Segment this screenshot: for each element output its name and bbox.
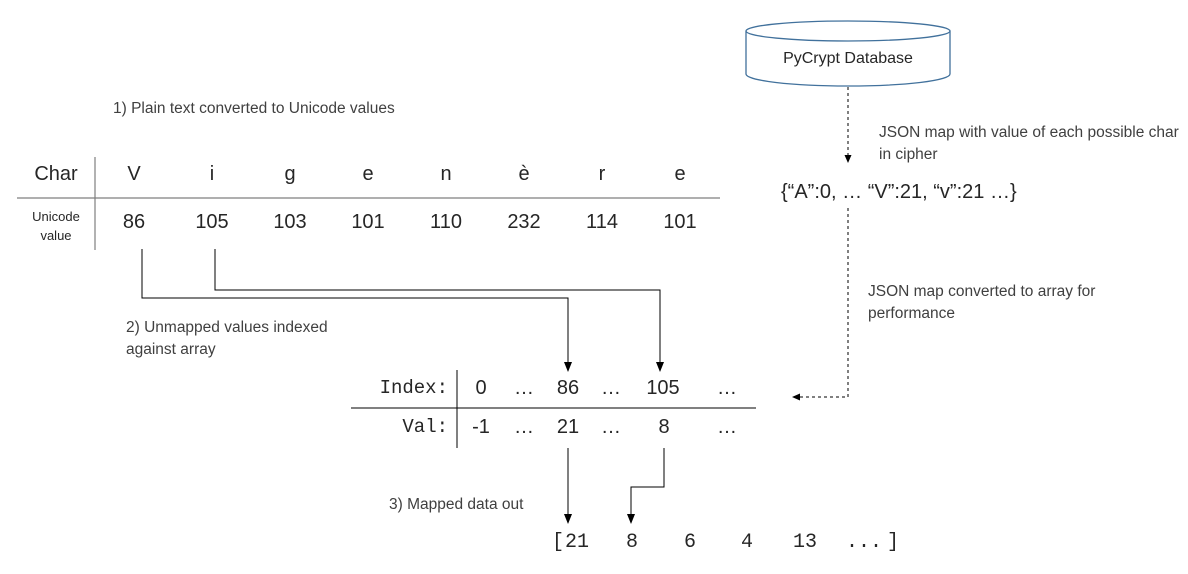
step3-note: 3) Mapped data out — [389, 496, 524, 513]
unicode-value-cell: 101 — [663, 211, 697, 233]
char-cell: e — [674, 163, 686, 185]
database-label: PyCrypt Database — [783, 50, 913, 67]
index-cell: … — [717, 377, 737, 399]
arrow-8-to-output — [627, 448, 665, 524]
val-cell: … — [717, 416, 737, 438]
char-cell: i — [209, 163, 215, 185]
char-cell: r — [598, 163, 606, 185]
char-cell: n — [440, 163, 452, 185]
val-cell: … — [601, 416, 621, 438]
index-cell: 105 — [646, 377, 680, 399]
char-cell: e — [362, 163, 374, 185]
index-row-header: Index: — [379, 377, 448, 399]
char-cell: V — [127, 163, 141, 185]
unicode-value-cell: 114 — [586, 211, 618, 233]
val-cell: -1 — [472, 416, 490, 438]
output-close-bracket: ] — [886, 531, 900, 554]
val-cell: … — [514, 416, 534, 438]
unicode-value-cell: 232 — [507, 211, 541, 233]
index-cell: 0 — [475, 377, 487, 399]
unicode-value-cell: 86 — [122, 211, 146, 233]
json-literal: {“A”:0, … “V”:21, “v”:21 …} — [781, 181, 1017, 203]
char-cell: g — [284, 163, 296, 185]
output-value: 8 — [625, 531, 639, 554]
output-value: 13 — [792, 531, 818, 554]
unicode-row-header: Unicode value — [32, 209, 80, 243]
unicode-value-cell: 105 — [195, 211, 229, 233]
val-cell: 21 — [556, 416, 580, 438]
step1-note: 1) Plain text converted to Unicode value… — [113, 100, 395, 117]
output-value: ... — [845, 531, 883, 554]
arrow-86-to-index — [141, 249, 572, 372]
output-open-bracket: [ — [551, 531, 565, 554]
index-cell: … — [601, 377, 621, 399]
json-to-array-note: JSON map converted to array for performa… — [868, 283, 1096, 322]
output-value: 21 — [564, 531, 590, 554]
val-row-header: Val: — [402, 416, 448, 438]
step2-note: 2) Unmapped values indexed against array — [126, 319, 328, 358]
database-cylinder — [745, 20, 951, 87]
char-row-header: Char — [34, 163, 78, 185]
arrow-105-to-index — [214, 249, 664, 372]
char-cell: è — [518, 163, 530, 185]
val-cell: 8 — [658, 416, 670, 438]
output-value: 4 — [740, 531, 754, 554]
index-cell: … — [514, 377, 534, 399]
json-map-note: JSON map with value of each possible cha… — [879, 124, 1179, 163]
dashed-arrow-json-to-array — [792, 208, 849, 401]
unicode-value-cell: 110 — [430, 211, 462, 233]
output-value: 6 — [683, 531, 697, 554]
unicode-value-cell: 103 — [273, 211, 307, 233]
unicode-value-cell: 101 — [351, 211, 385, 233]
index-cell: 86 — [556, 377, 580, 399]
